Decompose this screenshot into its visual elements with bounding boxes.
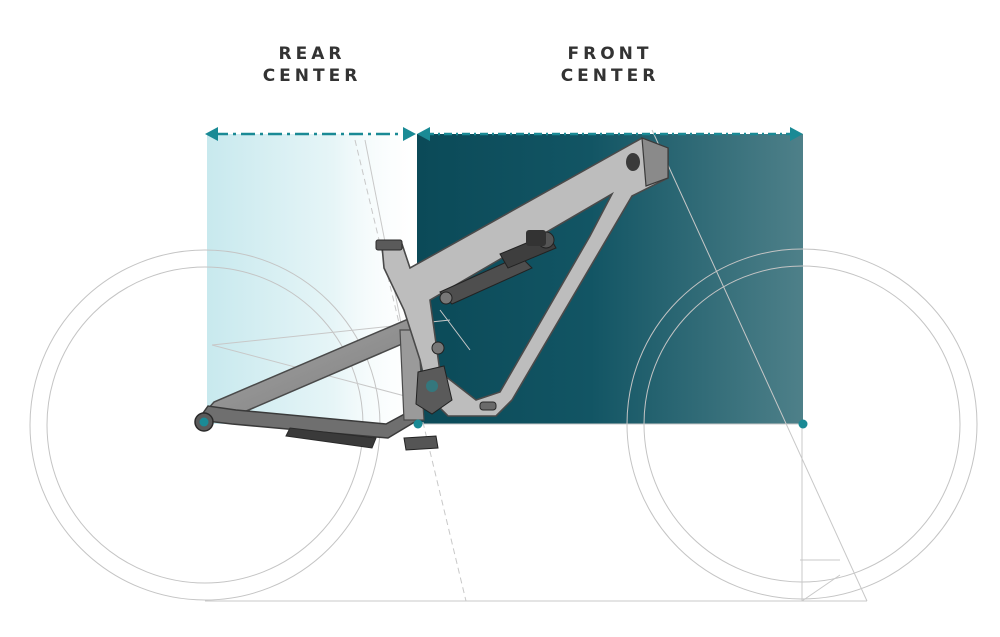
front-center-arrow — [417, 127, 803, 141]
suspension-linkage — [403, 341, 453, 451]
rear-center-arrow — [205, 127, 416, 141]
front-center-label-line2: CENTER — [560, 66, 660, 86]
rear-center-label-line1: REAR — [278, 44, 346, 64]
front-axle-marker — [798, 419, 808, 429]
front-center-label-line1: FRONT — [567, 44, 653, 64]
rear-axle-marker — [199, 417, 209, 427]
rear-shock — [439, 230, 557, 305]
rear-center-label-line2: CENTER — [262, 66, 362, 86]
bottom-bracket-marker — [413, 419, 423, 429]
front-triangle — [375, 137, 669, 417]
rear-center-label: REAR CENTER — [212, 43, 412, 87]
front-center-label: FRONT CENTER — [510, 43, 710, 87]
rear-triangle — [194, 313, 434, 449]
